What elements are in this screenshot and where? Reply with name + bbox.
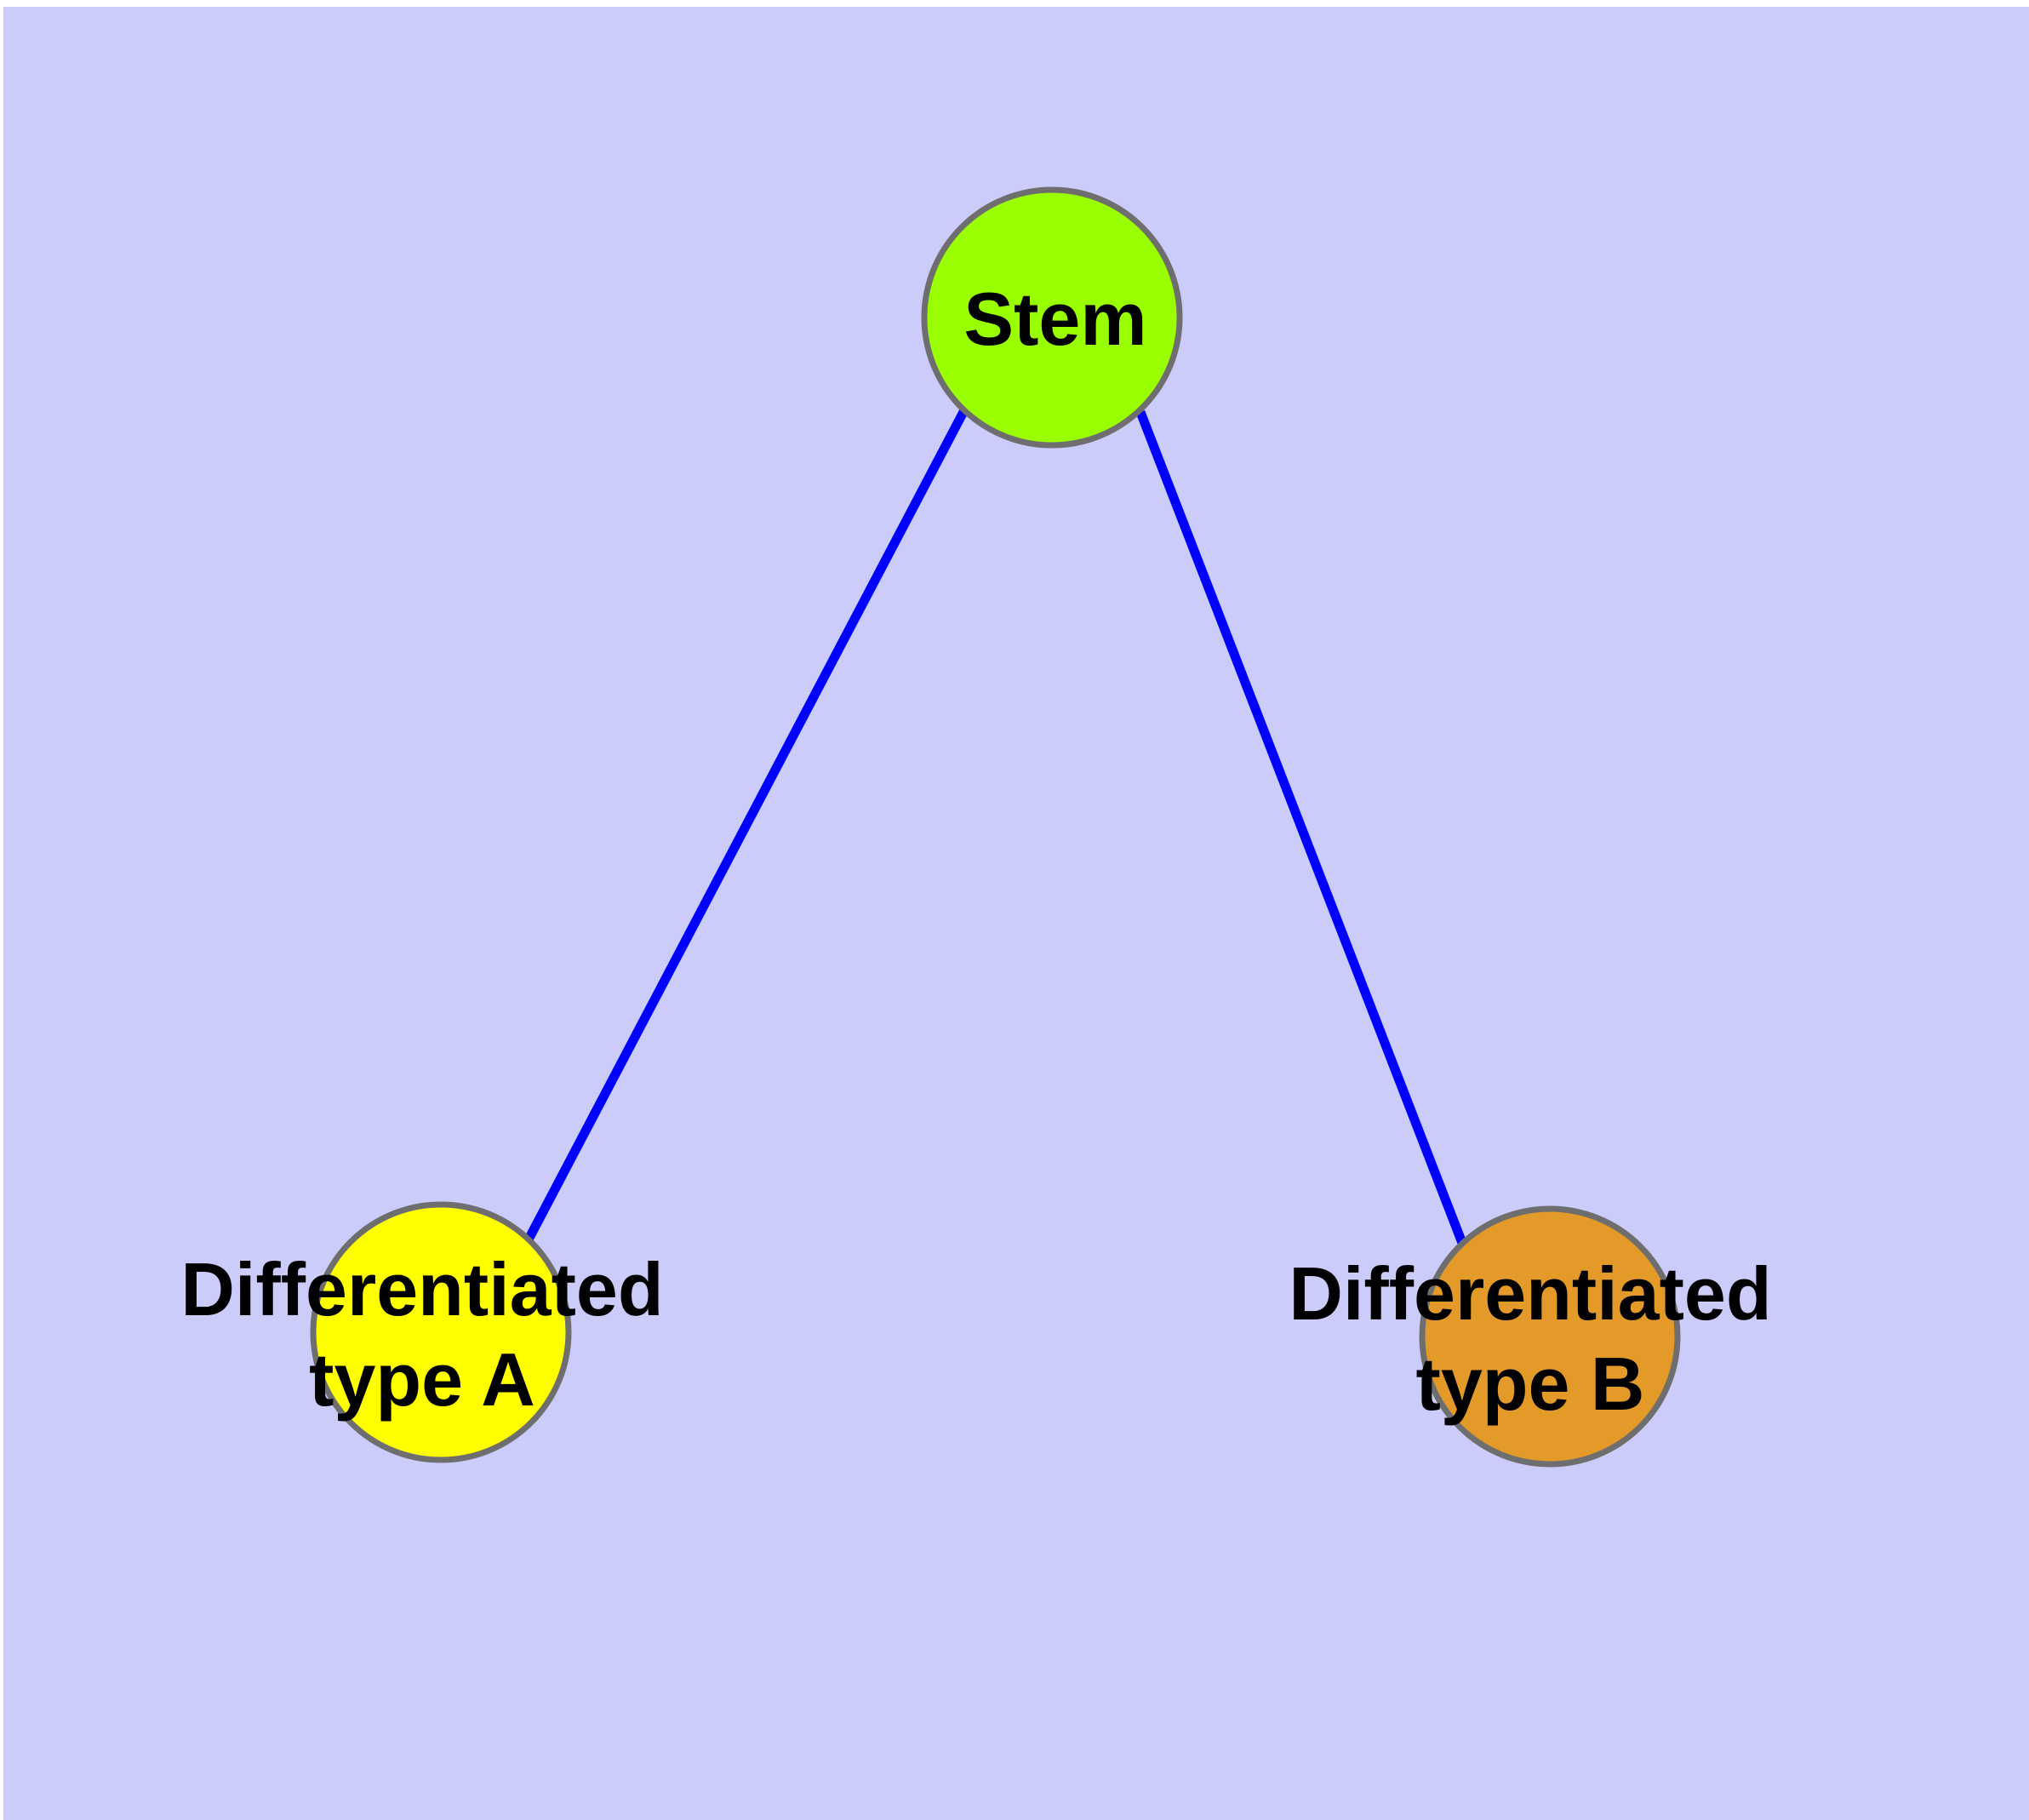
- edge-stem-to-diff-b[interactable]: [1135, 410, 1467, 1245]
- node-stem[interactable]: [921, 186, 1183, 449]
- edge-stem-to-diff-a[interactable]: [524, 408, 969, 1242]
- node-diff-a-label-line1: Differentiated: [180, 1247, 663, 1331]
- edge-layer: [524, 408, 1467, 1245]
- node-diff-b-label-line2: type B: [1416, 1342, 1645, 1426]
- node-diff-b-circle[interactable]: [1419, 1205, 1681, 1468]
- node-diff-a[interactable]: [310, 1201, 572, 1463]
- node-diff-b[interactable]: [1419, 1205, 1681, 1468]
- node-diff-a-label-line2: type A: [309, 1337, 535, 1422]
- label-layer: Stem Differentiated type A Differentiate…: [180, 277, 1771, 1426]
- node-diff-a-circle[interactable]: [310, 1201, 572, 1463]
- node-stem-circle[interactable]: [921, 186, 1183, 449]
- node-diff-b-label-line1: Differentiated: [1289, 1251, 1771, 1336]
- node-stem-label: Stem: [963, 277, 1146, 361]
